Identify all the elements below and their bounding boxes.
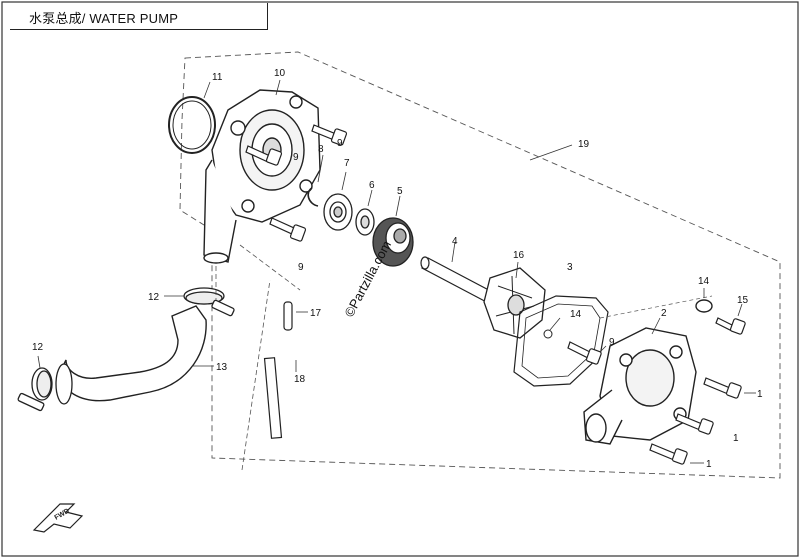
diagram-title: 水泵总成/ WATER PUMP [29, 11, 179, 26]
callout-11: 11 [212, 72, 223, 83]
pump-cover-2 [583, 327, 697, 445]
callout-12-upper: 12 [148, 292, 160, 303]
callout-7: 7 [344, 158, 350, 169]
callout-3: 3 [567, 262, 573, 273]
bolt-1-c [649, 443, 688, 465]
bolt-15 [715, 317, 746, 335]
bearing-7 [323, 193, 353, 231]
bolt-1-a [703, 377, 742, 399]
callout-9a: 9 [337, 138, 343, 149]
circlip-8 [307, 187, 319, 207]
bolt-9-mid [245, 145, 283, 166]
mech-seal-5 [372, 217, 414, 267]
diagram-title-box [10, 3, 268, 30]
callout-10: 10 [274, 68, 286, 79]
callout-14-gasket: 14 [570, 309, 582, 320]
callout-18: 18 [294, 374, 306, 385]
bolt-9-lower [269, 217, 307, 242]
hose-13 [59, 305, 207, 402]
callout-15: 15 [737, 295, 749, 306]
fwd-arrow-icon [32, 503, 84, 533]
callout-5: 5 [397, 186, 403, 197]
callout-6: 6 [369, 180, 375, 191]
bolt-9-top [311, 124, 348, 146]
callout-17: 17 [310, 308, 322, 319]
callout-9b: 9 [293, 152, 299, 163]
callout-9c: 9 [298, 262, 304, 273]
callout-19: 19 [578, 139, 590, 150]
callout-9d: 9 [609, 337, 615, 348]
watermark: ©Partzilla.com [341, 238, 394, 319]
callout-4: 4 [452, 236, 458, 247]
callout-1b: 1 [733, 433, 739, 444]
washer-14 [695, 299, 713, 313]
hose-clamp-12-upper [183, 287, 235, 317]
callout-1a: 1 [757, 389, 763, 400]
bolt-9-gasket [567, 341, 602, 365]
callout-8: 8 [318, 144, 324, 155]
callout-12-lower: 12 [32, 342, 44, 353]
assembly-boundary [179, 51, 781, 479]
callout-16: 16 [513, 250, 525, 261]
hose-clamp-12-lower [17, 367, 53, 412]
impeller-16 [483, 267, 546, 339]
callout-14: 14 [698, 276, 710, 287]
callout-1c: 1 [706, 459, 712, 470]
seal-6 [355, 208, 375, 236]
callout-2: 2 [661, 308, 667, 319]
tube-18 [263, 357, 283, 439]
bolt-1-b [675, 413, 714, 435]
pin-17 [283, 301, 293, 331]
o-ring-11 [168, 96, 216, 154]
callout-13: 13 [216, 362, 228, 373]
